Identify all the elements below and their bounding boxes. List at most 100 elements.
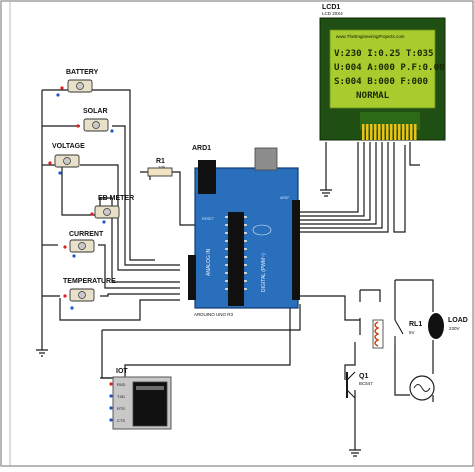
wire	[170, 171, 198, 226]
sensor-battery: BATTERY	[56, 69, 99, 97]
sensor-ebmeter: EB METER	[90, 195, 134, 224]
potentiometer-knob	[78, 291, 86, 299]
wire	[300, 142, 365, 217]
pin-dot-red	[90, 212, 94, 216]
mcu-pin	[244, 224, 247, 226]
arduino-logo	[252, 224, 272, 236]
pin-dot-blue	[58, 171, 62, 175]
lcd-screen	[329, 29, 436, 109]
pin-dot-blue	[56, 93, 60, 97]
load-rating: 230V	[449, 326, 460, 331]
wire	[90, 89, 155, 261]
mcu-pin	[244, 240, 247, 242]
mcu-pin	[244, 248, 247, 250]
load: LOAD 230V	[428, 313, 468, 339]
pin-dot-blue	[102, 220, 106, 224]
iot-pin-cts: CTS	[117, 418, 125, 423]
solar-label: SOLAR	[83, 108, 108, 115]
pin-dot-red	[63, 245, 67, 249]
transistor-q1: Q1 BC547	[346, 371, 373, 399]
wire	[300, 295, 360, 321]
relay-rl1: RL1 5V	[372, 319, 422, 349]
mcu-pin	[225, 280, 228, 282]
wire	[112, 125, 180, 266]
iot-terminal: IOT RXD TXD RTS CTS	[109, 368, 172, 430]
pin-dot-red	[63, 294, 67, 298]
potentiometer-knob	[63, 157, 71, 165]
sine-wave-icon	[413, 384, 431, 392]
potentiometer-knob	[78, 242, 86, 250]
wire	[394, 345, 410, 396]
lcd-pin	[378, 124, 381, 140]
lcd-pin	[374, 124, 377, 140]
mcu-pin	[225, 216, 228, 218]
sensor-solar: SOLAR	[76, 108, 114, 133]
wires	[36, 89, 434, 457]
potentiometer-knob	[76, 82, 84, 90]
lcd-module: LCD1 LCD 20X4 www.TheEngineeringProjects…	[319, 4, 446, 141]
temperature-label: TEMPERATURE	[63, 278, 116, 285]
pin-dot-red	[76, 124, 80, 128]
iot-pin-txd: TXD	[117, 394, 125, 399]
mcu-pin	[244, 264, 247, 266]
ebmeter-label: EB METER	[98, 195, 134, 202]
transistor-model: BC547	[359, 381, 373, 386]
pin-dot-red	[109, 382, 113, 386]
wire	[61, 165, 95, 216]
sensor-current: CURRENT	[63, 231, 104, 258]
pin-dot-blue	[109, 394, 113, 398]
lcd-pin	[370, 124, 373, 140]
iot-screen-header	[136, 386, 164, 390]
mcu-pin	[244, 272, 247, 274]
arduino-pin-reset: RESET	[202, 217, 215, 221]
mcu-pin	[225, 224, 228, 226]
lcd-line-3: S:004 B:000 F:000	[334, 76, 428, 87]
mcu-pin	[225, 248, 228, 250]
iot-pin-rxd: RXD	[117, 382, 126, 387]
wire	[300, 142, 359, 213]
lcd-ref-label: LCD1	[322, 4, 340, 11]
pin-dot-blue	[110, 129, 114, 133]
wire	[100, 293, 180, 297]
arduino-ref-label: ARD1	[192, 145, 211, 152]
arduino-usb-port	[254, 147, 278, 171]
lcd-pin	[414, 124, 417, 140]
wire	[59, 298, 180, 321]
wire	[300, 142, 383, 229]
lcd-pin	[386, 124, 389, 140]
r1-value: 10k	[158, 165, 166, 170]
lcd-banner: www.TheEngineeringProjects.com	[336, 34, 405, 39]
arduino-mcu-chip	[228, 212, 244, 306]
battery-label: BATTERY	[66, 69, 99, 76]
relay-rating: 5V	[409, 330, 415, 335]
wire	[344, 342, 356, 380]
relay-label: RL1	[409, 321, 422, 328]
potentiometer-knob	[92, 121, 100, 129]
mcu-pin	[225, 240, 228, 242]
current-label: CURRENT	[69, 231, 104, 238]
arduino-pin-aref: AREF	[280, 196, 290, 200]
pin-dot-blue	[72, 254, 76, 258]
potentiometer-knob	[103, 208, 111, 216]
wire	[108, 197, 180, 283]
wire	[395, 279, 434, 312]
wire	[360, 289, 381, 302]
load-label: LOAD	[448, 317, 468, 324]
ground-symbol	[320, 189, 332, 197]
lcd-line-2: U:004 A:000 P.F:0.00	[334, 62, 445, 73]
lcd-pin	[398, 124, 401, 140]
mcu-pin	[244, 216, 247, 218]
lcd-pin	[366, 124, 369, 140]
resistor-r1: R1 10k	[147, 158, 173, 177]
iot-pin-rts: RTS	[117, 406, 125, 411]
mcu-pin	[225, 288, 228, 290]
arduino-board: ARD1	[188, 145, 300, 317]
transistor-label: Q1	[359, 373, 368, 380]
mcu-pin	[244, 256, 247, 258]
lcd-pin	[390, 124, 393, 140]
relay-contact	[394, 319, 404, 345]
arduino-power-jack	[198, 160, 216, 194]
pin-dot-red	[48, 161, 52, 165]
mcu-pin	[244, 232, 247, 234]
